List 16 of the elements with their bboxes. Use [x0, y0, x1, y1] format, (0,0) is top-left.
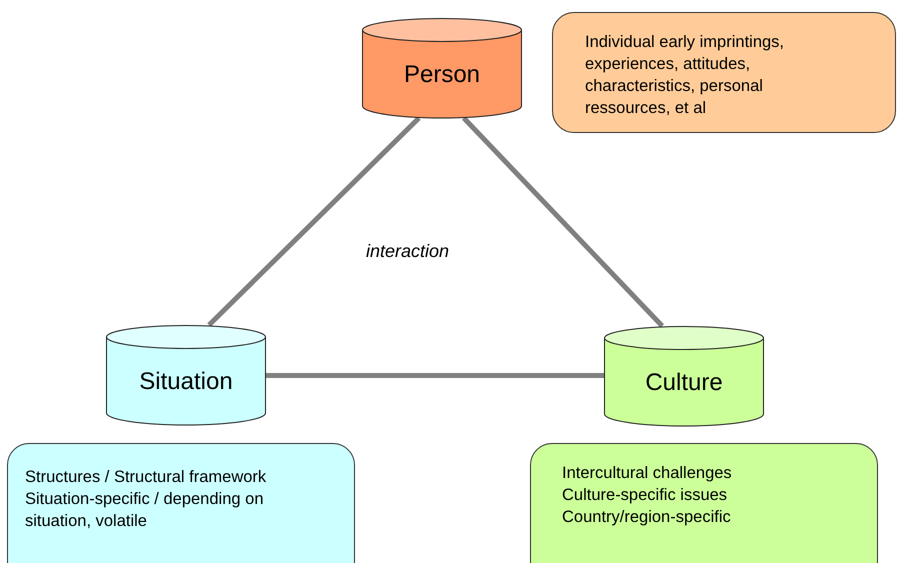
description-text: Structures / Structural framework [25, 467, 268, 488]
text-card [7, 443, 355, 563]
description-text: Culture-specific issues [562, 485, 728, 506]
text-card [552, 12, 896, 133]
interaction-label: interaction [366, 241, 450, 262]
description-text: Country/region-specific [562, 507, 732, 528]
node-label: Culture [645, 369, 723, 397]
connector-line [207, 116, 421, 327]
description-text: Individual early imprintings, experiences, attitudes, characteristics, personal ressources, et al [585, 32, 786, 119]
connector-line [462, 116, 664, 328]
description-text: Situation-specific / depending on situation, volatile [25, 489, 264, 532]
node-label: Situation [139, 368, 233, 396]
node-label: Person [404, 61, 480, 89]
text-card [530, 443, 878, 563]
connector-line [266, 373, 604, 378]
description-text: Intercultural challenges [562, 463, 733, 484]
